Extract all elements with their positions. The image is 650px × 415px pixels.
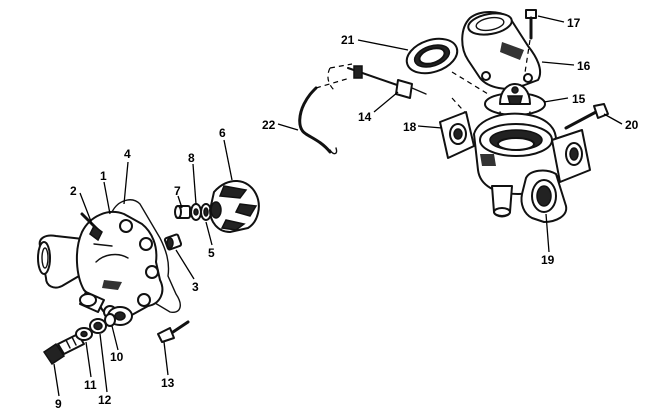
callout-16: 16 bbox=[577, 59, 591, 73]
callout-11: 11 bbox=[84, 378, 97, 392]
shaft-sleeve bbox=[163, 233, 183, 251]
callout-15: 15 bbox=[572, 92, 586, 106]
bypass-hose bbox=[298, 86, 332, 154]
callout-4: 4 bbox=[124, 147, 131, 161]
outlet-gasket bbox=[405, 37, 459, 75]
flange-gasket bbox=[520, 169, 568, 223]
callout-21: 21 bbox=[341, 33, 355, 47]
leader-lines bbox=[53, 15, 623, 397]
callout-18: 18 bbox=[403, 120, 417, 134]
cap-screw bbox=[157, 320, 190, 343]
callout-2: 2 bbox=[70, 184, 77, 198]
plug-washers bbox=[75, 313, 116, 341]
callout-17: 17 bbox=[567, 16, 581, 30]
drain-plug bbox=[42, 333, 85, 366]
outlet-bolt bbox=[525, 9, 537, 40]
callout-10: 10 bbox=[110, 350, 124, 364]
callout-22: 22 bbox=[262, 118, 276, 132]
thermostat-housing bbox=[439, 111, 591, 218]
callout-20: 20 bbox=[625, 118, 639, 132]
impeller bbox=[209, 180, 260, 233]
callout-9: 9 bbox=[55, 397, 62, 411]
callout-3: 3 bbox=[192, 280, 199, 294]
callout-6: 6 bbox=[219, 126, 226, 140]
callout-1: 1 bbox=[100, 169, 107, 183]
seal-washer bbox=[190, 203, 212, 221]
callout-12: 12 bbox=[98, 393, 112, 407]
housing-long-bolt bbox=[564, 103, 609, 130]
bushing bbox=[174, 205, 191, 219]
callout-5: 5 bbox=[208, 246, 215, 260]
temperature-sender bbox=[347, 65, 427, 99]
water-outlet-elbow bbox=[461, 11, 542, 90]
callout-7: 7 bbox=[174, 184, 181, 198]
callout-13: 13 bbox=[161, 376, 175, 390]
callout-19: 19 bbox=[541, 253, 555, 267]
callout-14: 14 bbox=[358, 110, 372, 124]
pump-housing bbox=[37, 211, 164, 326]
callout-8: 8 bbox=[188, 151, 195, 165]
